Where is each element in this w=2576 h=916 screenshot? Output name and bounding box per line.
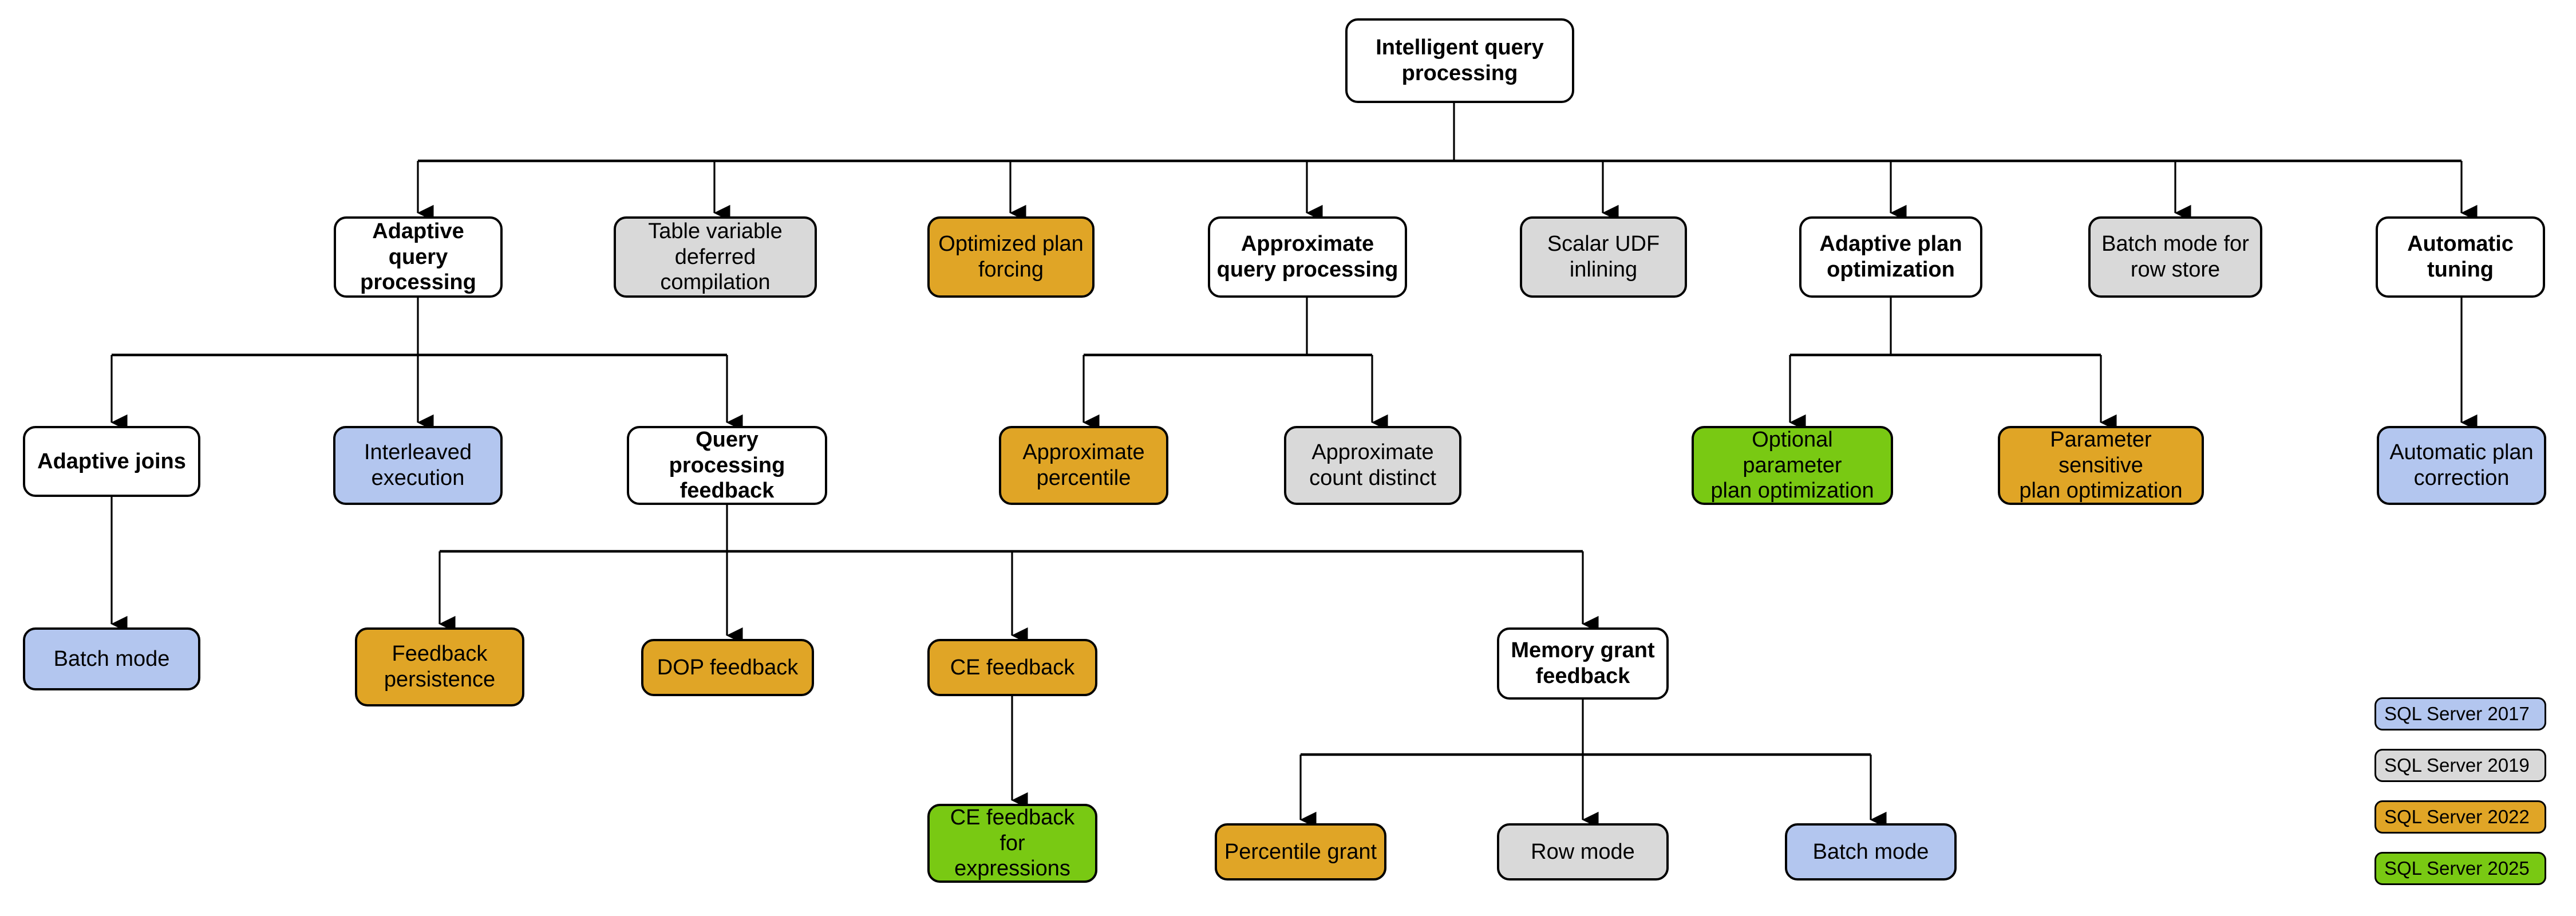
node-label: Batch mode for row store — [2101, 232, 2249, 282]
node-label: DOP feedback — [657, 655, 799, 680]
node-approximate-percentile[interactable]: Approximate percentile — [999, 426, 1168, 505]
node-label: CE feedback for expressions — [950, 805, 1075, 881]
legend-sql-server-2017[interactable]: SQL Server 2017 — [2374, 697, 2546, 731]
node-label: Approximate query processing — [1216, 232, 1398, 282]
node-label: Scalar UDF inlining — [1547, 232, 1660, 282]
node-scalar-udf-inlining[interactable]: Scalar UDF inlining — [1520, 216, 1687, 298]
node-percentile-grant[interactable]: Percentile grant — [1215, 823, 1386, 881]
node-adaptive-plan-optimization[interactable]: Adaptive plan optimization — [1799, 216, 1982, 298]
legend-sql-server-2019[interactable]: SQL Server 2019 — [2374, 749, 2546, 782]
node-automatic-plan-correction[interactable]: Automatic plan correction — [2377, 426, 2546, 505]
node-label: Table variable deferred compilation — [648, 219, 783, 295]
legend-sql-server-2025[interactable]: SQL Server 2025 — [2374, 852, 2546, 885]
node-label: Adaptive plan optimization — [1819, 232, 1962, 282]
node-approximate-query-processing[interactable]: Approximate query processing — [1208, 216, 1407, 298]
node-automatic-tuning[interactable]: Automatic tuning — [2376, 216, 2545, 298]
legend-label: SQL Server 2025 — [2384, 858, 2530, 879]
node-ce-feedback-for-expressions[interactable]: CE feedback for expressions — [927, 804, 1097, 883]
node-ce-feedback[interactable]: CE feedback — [927, 639, 1097, 696]
node-label: Percentile grant — [1224, 839, 1377, 864]
node-label: Automatic tuning — [2407, 232, 2514, 282]
node-batch-mode-for-row-store[interactable]: Batch mode for row store — [2088, 216, 2262, 298]
legend-label: SQL Server 2017 — [2384, 703, 2530, 724]
node-label: Optional parameter plan optimization — [1710, 427, 1874, 503]
node-approximate-count-distinct[interactable]: Approximate count distinct — [1284, 426, 1461, 505]
node-label: Approximate count distinct — [1309, 440, 1436, 490]
node-label: Parameter sensitive plan optimization — [2019, 427, 2183, 503]
node-label: Optimized plan forcing — [938, 232, 1084, 282]
node-label: Row mode — [1531, 839, 1635, 864]
node-batch-mode-memory-grant[interactable]: Batch mode — [1785, 823, 1957, 881]
node-label: Batch mode — [53, 646, 170, 671]
node-intelligent-query-processing[interactable]: Intelligent query processing — [1345, 18, 1574, 103]
node-label: Memory grant feedback — [1511, 638, 1655, 688]
node-label: Batch mode — [1812, 839, 1929, 864]
node-parameter-sensitive-plan-optimization[interactable]: Parameter sensitive plan optimization — [1998, 426, 2204, 505]
node-table-variable-deferred-compilation[interactable]: Table variable deferred compilation — [614, 216, 817, 298]
node-feedback-persistence[interactable]: Feedback persistence — [355, 627, 524, 706]
node-adaptive-query-processing[interactable]: Adaptive query processing — [334, 216, 503, 298]
node-label: CE feedback — [950, 655, 1075, 680]
node-memory-grant-feedback[interactable]: Memory grant feedback — [1497, 627, 1669, 700]
node-label: Automatic plan correction — [2389, 440, 2534, 490]
node-dop-feedback[interactable]: DOP feedback — [641, 639, 814, 696]
node-optional-parameter-plan-optimization[interactable]: Optional parameter plan optimization — [1692, 426, 1893, 505]
node-interleaved-execution[interactable]: Interleaved execution — [333, 426, 503, 505]
node-query-processing-feedback[interactable]: Query processing feedback — [627, 426, 827, 505]
node-optimized-plan-forcing[interactable]: Optimized plan forcing — [927, 216, 1095, 298]
legend-label: SQL Server 2019 — [2384, 755, 2530, 776]
node-adaptive-joins[interactable]: Adaptive joins — [23, 426, 200, 497]
node-label: Feedback persistence — [384, 642, 496, 692]
legend-sql-server-2022[interactable]: SQL Server 2022 — [2374, 800, 2546, 834]
node-label: Adaptive joins — [37, 449, 186, 473]
node-row-mode[interactable]: Row mode — [1497, 823, 1669, 881]
legend-label: SQL Server 2022 — [2384, 806, 2530, 827]
node-label: Query processing feedback — [669, 427, 785, 503]
node-label: Interleaved execution — [364, 440, 472, 490]
node-label: Approximate percentile — [1022, 440, 1145, 490]
node-label: Intelligent query processing — [1376, 35, 1544, 85]
node-batch-mode-adaptive[interactable]: Batch mode — [23, 627, 200, 690]
node-label: Adaptive query processing — [360, 219, 476, 295]
